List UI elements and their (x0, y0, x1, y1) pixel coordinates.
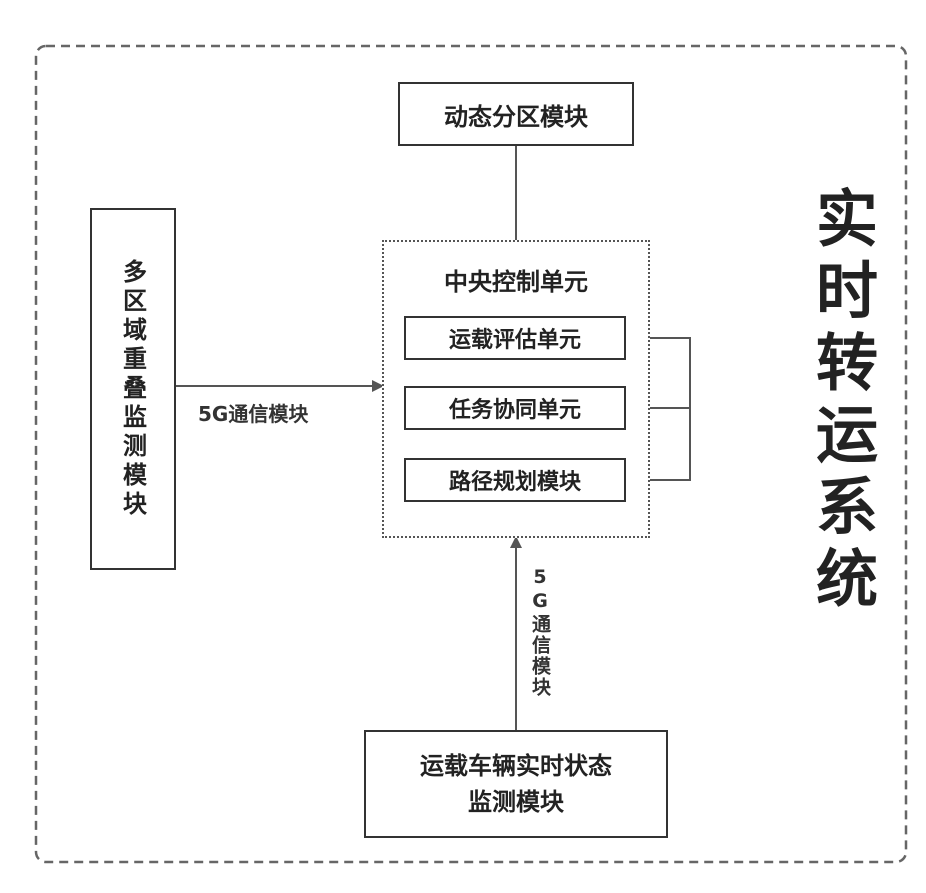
central-control-title: 中央控制单元 (444, 262, 588, 297)
comm-bottom-label: 5G通信模块 (524, 566, 554, 698)
path-planning-module: 路径规划模块 (404, 458, 626, 502)
multi-region-monitor-label: 多区域重叠监测模块 (116, 259, 151, 520)
transport-evaluation-unit: 运载评估单元 (404, 316, 626, 360)
multi-region-monitor-module: 多区域重叠监测模块 (90, 208, 176, 570)
vehicle-monitor-line1: 运载车辆实时状态 (420, 748, 612, 784)
vehicle-monitor-line2: 监测模块 (468, 784, 564, 820)
comm-left-label: 5G通信模块 (198, 398, 308, 427)
dynamic-partition-label: 动态分区模块 (444, 97, 588, 132)
task-coordination-label: 任务协同单元 (449, 392, 581, 424)
vehicle-status-monitor-module: 运载车辆实时状态 监测模块 (364, 730, 668, 838)
dynamic-partition-module: 动态分区模块 (398, 82, 634, 146)
system-title: 实时转运系统 (796, 186, 886, 618)
path-planning-label: 路径规划模块 (449, 464, 581, 496)
transport-evaluation-label: 运载评估单元 (449, 322, 581, 354)
task-coordination-unit: 任务协同单元 (404, 386, 626, 430)
